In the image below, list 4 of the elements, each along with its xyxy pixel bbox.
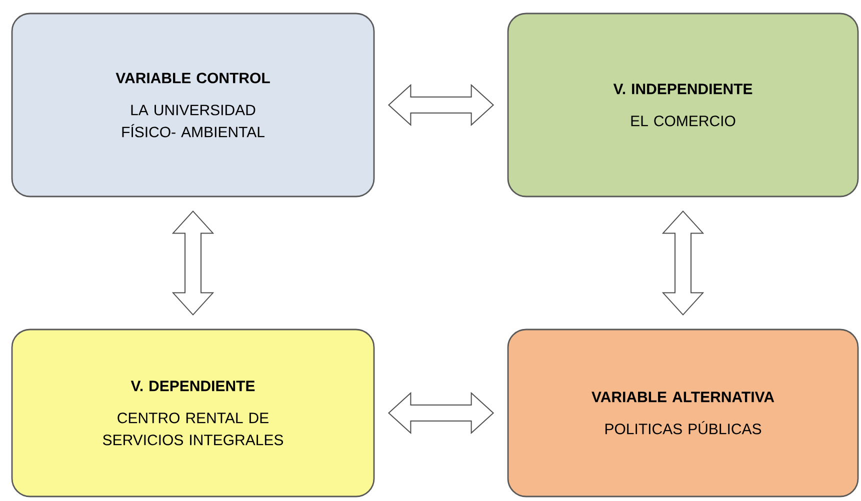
variable-box: VARIABLE CONTROL LA UNIVERSIDAD FÍSICO- AMBIENTAL bbox=[11, 12, 375, 198]
variable-box: V. INDEPENDIENTE EL COMERCIO bbox=[507, 12, 859, 198]
variable-box: VARIABLE ALTERNATIVA POLITICAS PÚBLICAS bbox=[507, 328, 859, 498]
variable-box: V. DEPENDIENTE CENTRO RENTAL DE SERVICIOS INTEGRALES bbox=[11, 328, 375, 498]
